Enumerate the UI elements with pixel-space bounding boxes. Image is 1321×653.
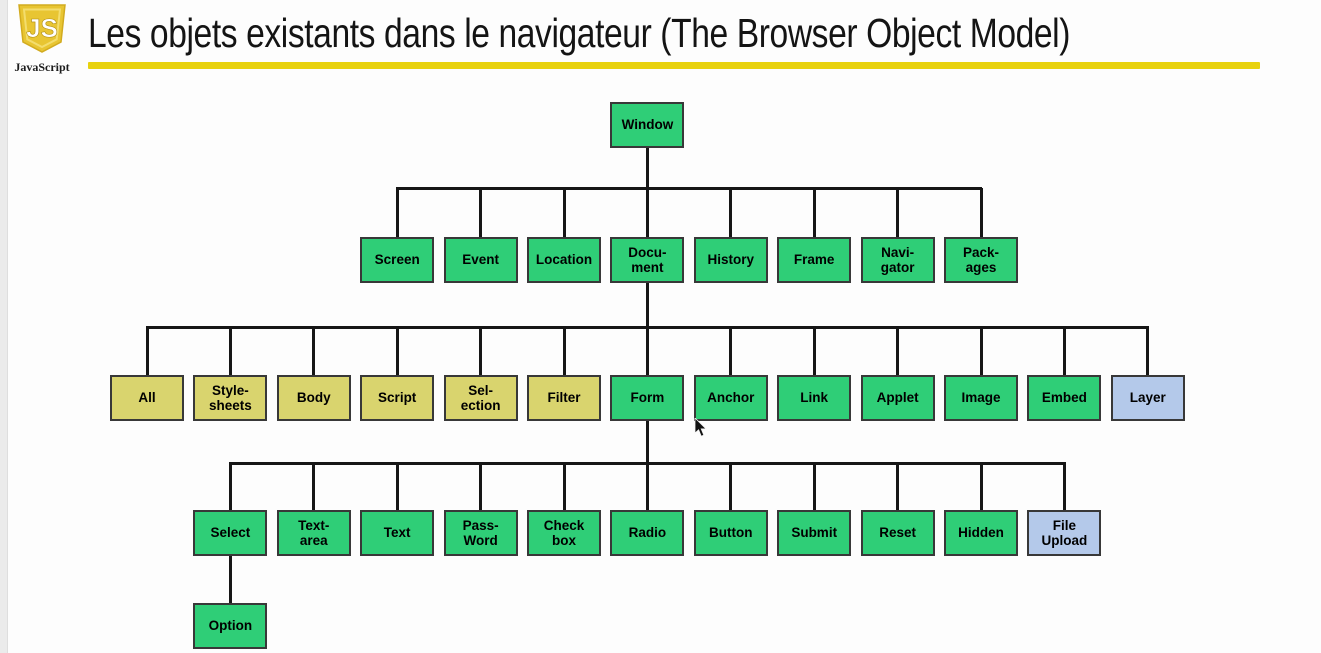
connector-line [979,327,983,375]
connector-line [896,463,900,510]
node-link: Link [777,375,852,421]
js-shield-icon: JS [18,4,66,53]
connector-line [395,463,399,510]
connector-line [395,188,399,237]
connector-line [228,463,232,510]
node-script: Script [360,375,435,421]
node-submit: Submit [777,510,852,556]
node-applet: Applet [860,375,935,421]
connector-line [812,463,816,510]
node-frame: Frame [777,237,852,283]
connector-line [979,463,983,510]
node-reset: Reset [860,510,935,556]
node-fileupload: File Upload [1027,510,1102,556]
node-event: Event [443,237,518,283]
connector-line [1062,463,1066,510]
js-logo-letters: JS [26,13,58,43]
connector-line [729,463,733,510]
connector-line [562,188,566,237]
connector-line [896,327,900,375]
javascript-logo: JS JavaScript [10,4,74,75]
connector-line [312,463,316,510]
connector-line [145,327,149,375]
node-layer: Layer [1110,375,1185,421]
node-all: All [110,375,184,421]
left-edge-strip [0,0,8,653]
connector-line [645,463,649,510]
node-checkbox: Check box [527,510,601,556]
mouse-cursor-icon [694,418,707,437]
connector-line [395,327,399,375]
node-hidden: Hidden [944,510,1018,556]
node-history: History [693,237,768,283]
node-select: Select [193,510,268,556]
page-title: Les objets existants dans le navigateur … [88,10,1071,56]
node-option: Option [193,603,268,649]
node-image: Image [944,375,1018,421]
connector-line [1062,327,1066,375]
node-form: Form [610,375,685,421]
connector-line [729,188,733,237]
node-body: Body [276,375,351,421]
node-embed: Embed [1027,375,1102,421]
title-underline [88,62,1260,69]
node-navigator: Navi- gator [860,237,935,283]
connector-line [645,188,649,237]
connector-line [645,421,649,463]
connector-line [645,148,649,188]
connector-line [479,188,483,237]
connector-line [729,327,733,375]
connector-line [645,283,649,327]
connector-line [812,188,816,237]
connector-line [562,327,566,375]
connector-line [312,327,316,375]
connector-line [562,463,566,510]
connector-line [896,188,900,237]
node-anchor: Anchor [693,375,768,421]
node-radio: Radio [610,510,685,556]
javascript-logo-caption: JavaScript [14,60,70,74]
node-textarea: Text- area [276,510,351,556]
node-text: Text [360,510,435,556]
connector-line [228,327,232,375]
connector-line [228,556,232,603]
node-selection: Sel- ection [443,375,518,421]
connector-line [479,463,483,510]
node-password: Pass- Word [443,510,518,556]
node-packages: Pack- ages [944,237,1018,283]
node-stylesheets: Style- sheets [193,375,268,421]
node-location: Location [527,237,601,283]
node-button: Button [693,510,768,556]
connector-line [395,186,983,190]
node-screen: Screen [360,237,435,283]
connector-line [1146,327,1150,375]
connector-line [479,327,483,375]
node-document: Docu- ment [610,237,685,283]
connector-line [645,327,649,375]
connector-line [979,188,983,237]
connector-line [812,327,816,375]
node-filter: Filter [527,375,601,421]
node-window: Window [610,102,685,148]
